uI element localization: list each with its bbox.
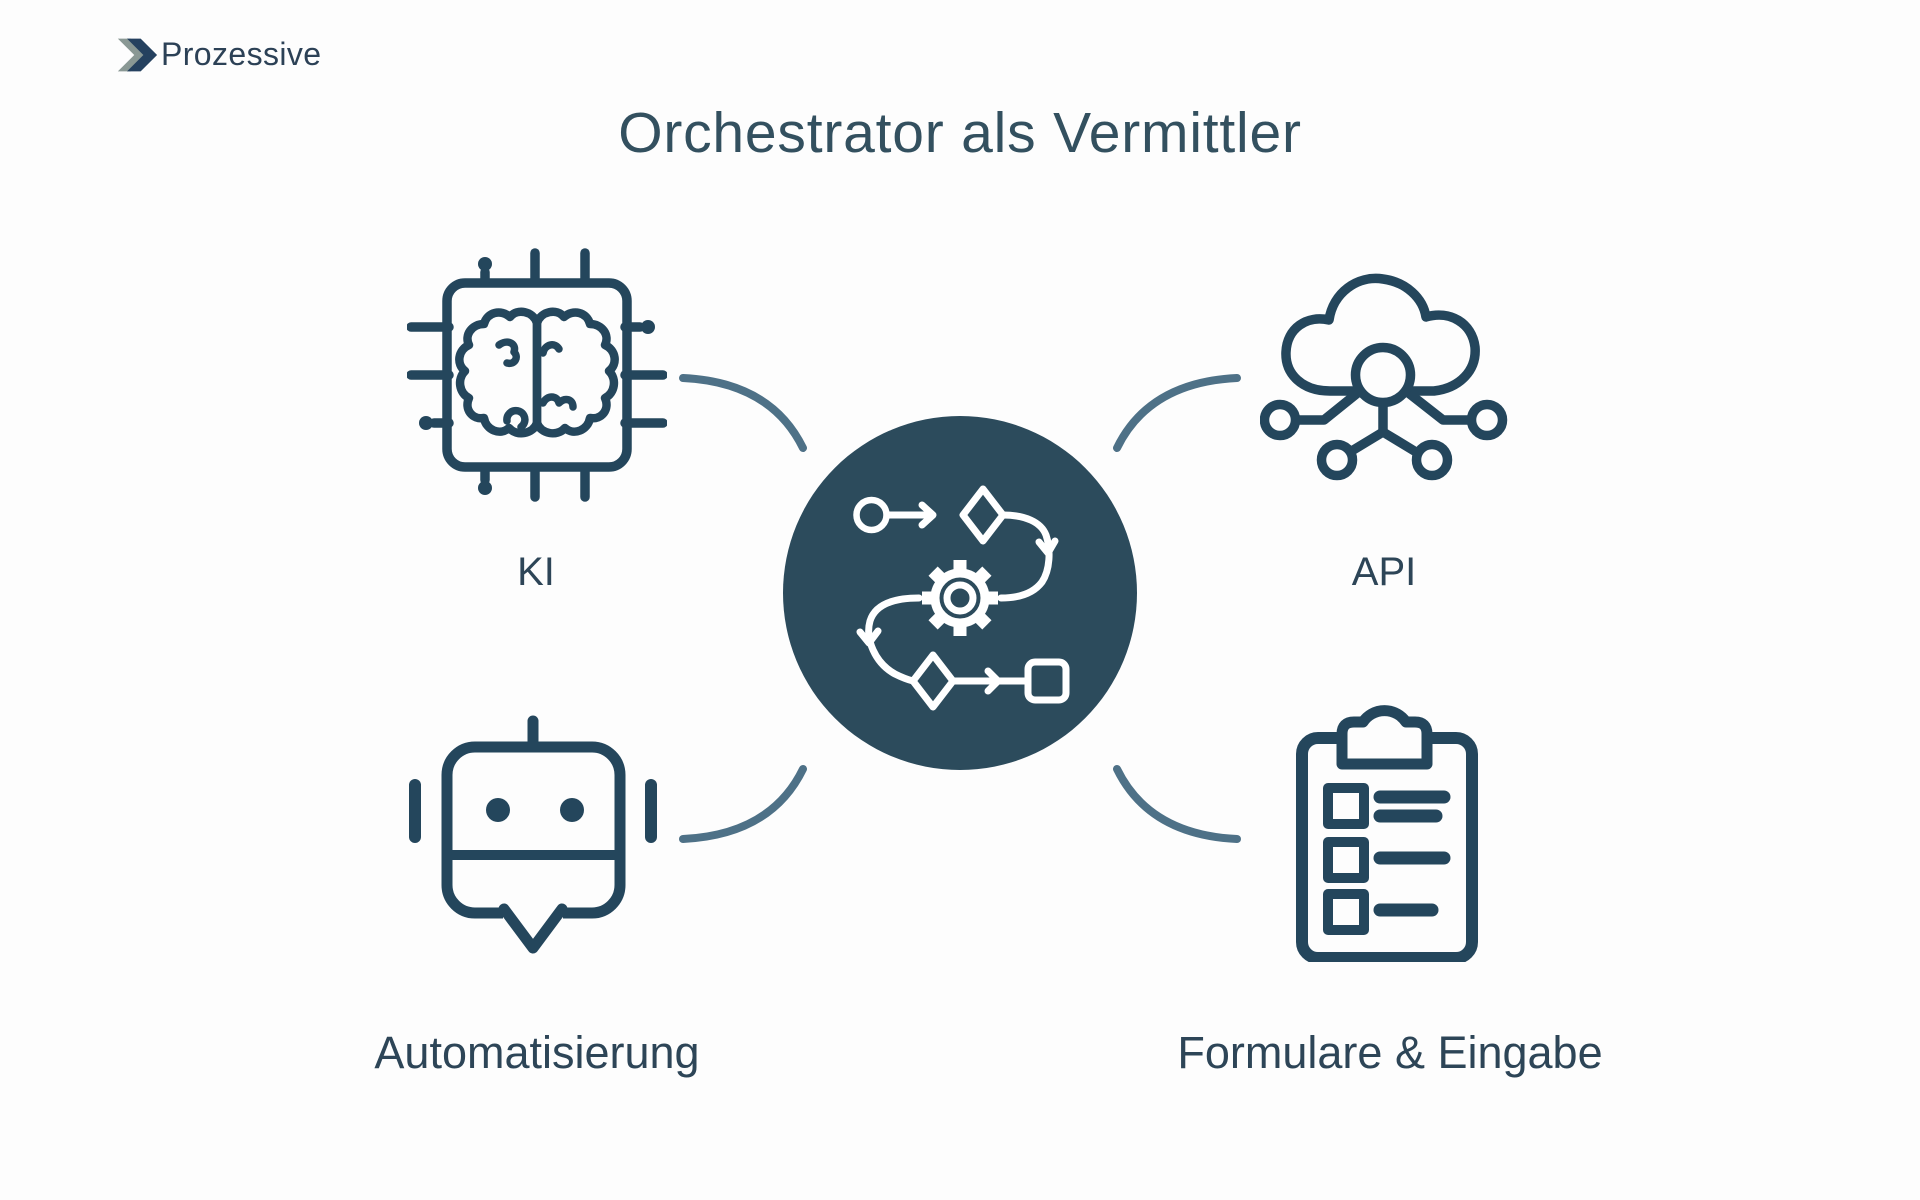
workflow-process-icon xyxy=(853,485,1070,711)
connector-top-right xyxy=(1113,374,1241,452)
cloud-network-icon xyxy=(1260,273,1508,481)
robot-icon xyxy=(409,715,657,954)
clipboard-checklist-icon xyxy=(1296,705,1478,962)
node-label-api: API xyxy=(1351,550,1417,594)
logo-text: Prozessive xyxy=(161,36,322,72)
node-label-ki: KI xyxy=(517,550,555,594)
connector-bottom-right xyxy=(1113,765,1241,843)
logo: Prozessive xyxy=(116,36,322,73)
orchestrator-circle xyxy=(783,416,1137,770)
ai-chip-brain-icon xyxy=(407,248,667,502)
page-title: Orchestrator als Vermittler xyxy=(618,101,1302,165)
node-label-automatisierung: Automatisierung xyxy=(374,1027,700,1078)
connector-top-left xyxy=(679,374,807,452)
connector-bottom-left xyxy=(679,765,807,843)
double-chevron-right-icon xyxy=(117,38,158,71)
node-label-formulare: Formulare & Eingabe xyxy=(1177,1027,1603,1078)
